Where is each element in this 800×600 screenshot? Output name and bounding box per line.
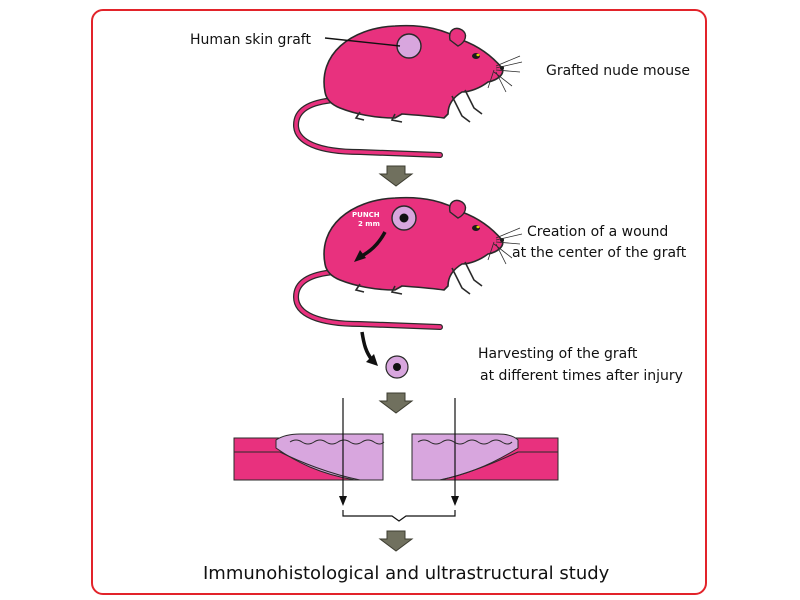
biopsy-wound	[393, 363, 401, 371]
harvest-label-line1: Harvesting of the graft	[478, 346, 638, 362]
tissue-cross-section	[233, 433, 559, 481]
epidermis-wave-right	[417, 439, 513, 445]
down-arrow-icon	[379, 392, 413, 414]
wound-label-line1: Creation of a wound	[527, 224, 668, 240]
study-label: Immunohistological and ultrastructural s…	[203, 563, 610, 584]
dermis-line-left	[234, 451, 361, 481]
wound-label-line2: at the center of the graft	[512, 245, 687, 261]
punch-label-line1: PUNCH	[352, 211, 380, 219]
grouping-brace	[342, 510, 456, 522]
down-arrow-icon	[379, 530, 413, 552]
wound-hole	[399, 213, 409, 223]
epidermis-wave-left	[289, 439, 385, 445]
punch-label-line2: 2 mm	[358, 220, 380, 228]
figure-frame	[91, 9, 707, 595]
graft-pointer-line	[324, 37, 401, 47]
left-section-arrowhead	[339, 496, 347, 506]
harvest-arrowhead	[366, 354, 378, 366]
down-arrow-icon	[379, 165, 413, 187]
harvest-arrow	[360, 331, 374, 362]
dermis-line-right	[439, 451, 558, 481]
skin-graft-patch	[396, 33, 422, 59]
graft-label: Human skin graft	[190, 32, 311, 48]
right-section-arrowhead	[451, 496, 459, 506]
harvest-label-line2: at different times after injury	[480, 368, 683, 384]
punch-arrowhead	[354, 250, 366, 262]
grafted-mouse-label: Grafted nude mouse	[546, 63, 690, 79]
